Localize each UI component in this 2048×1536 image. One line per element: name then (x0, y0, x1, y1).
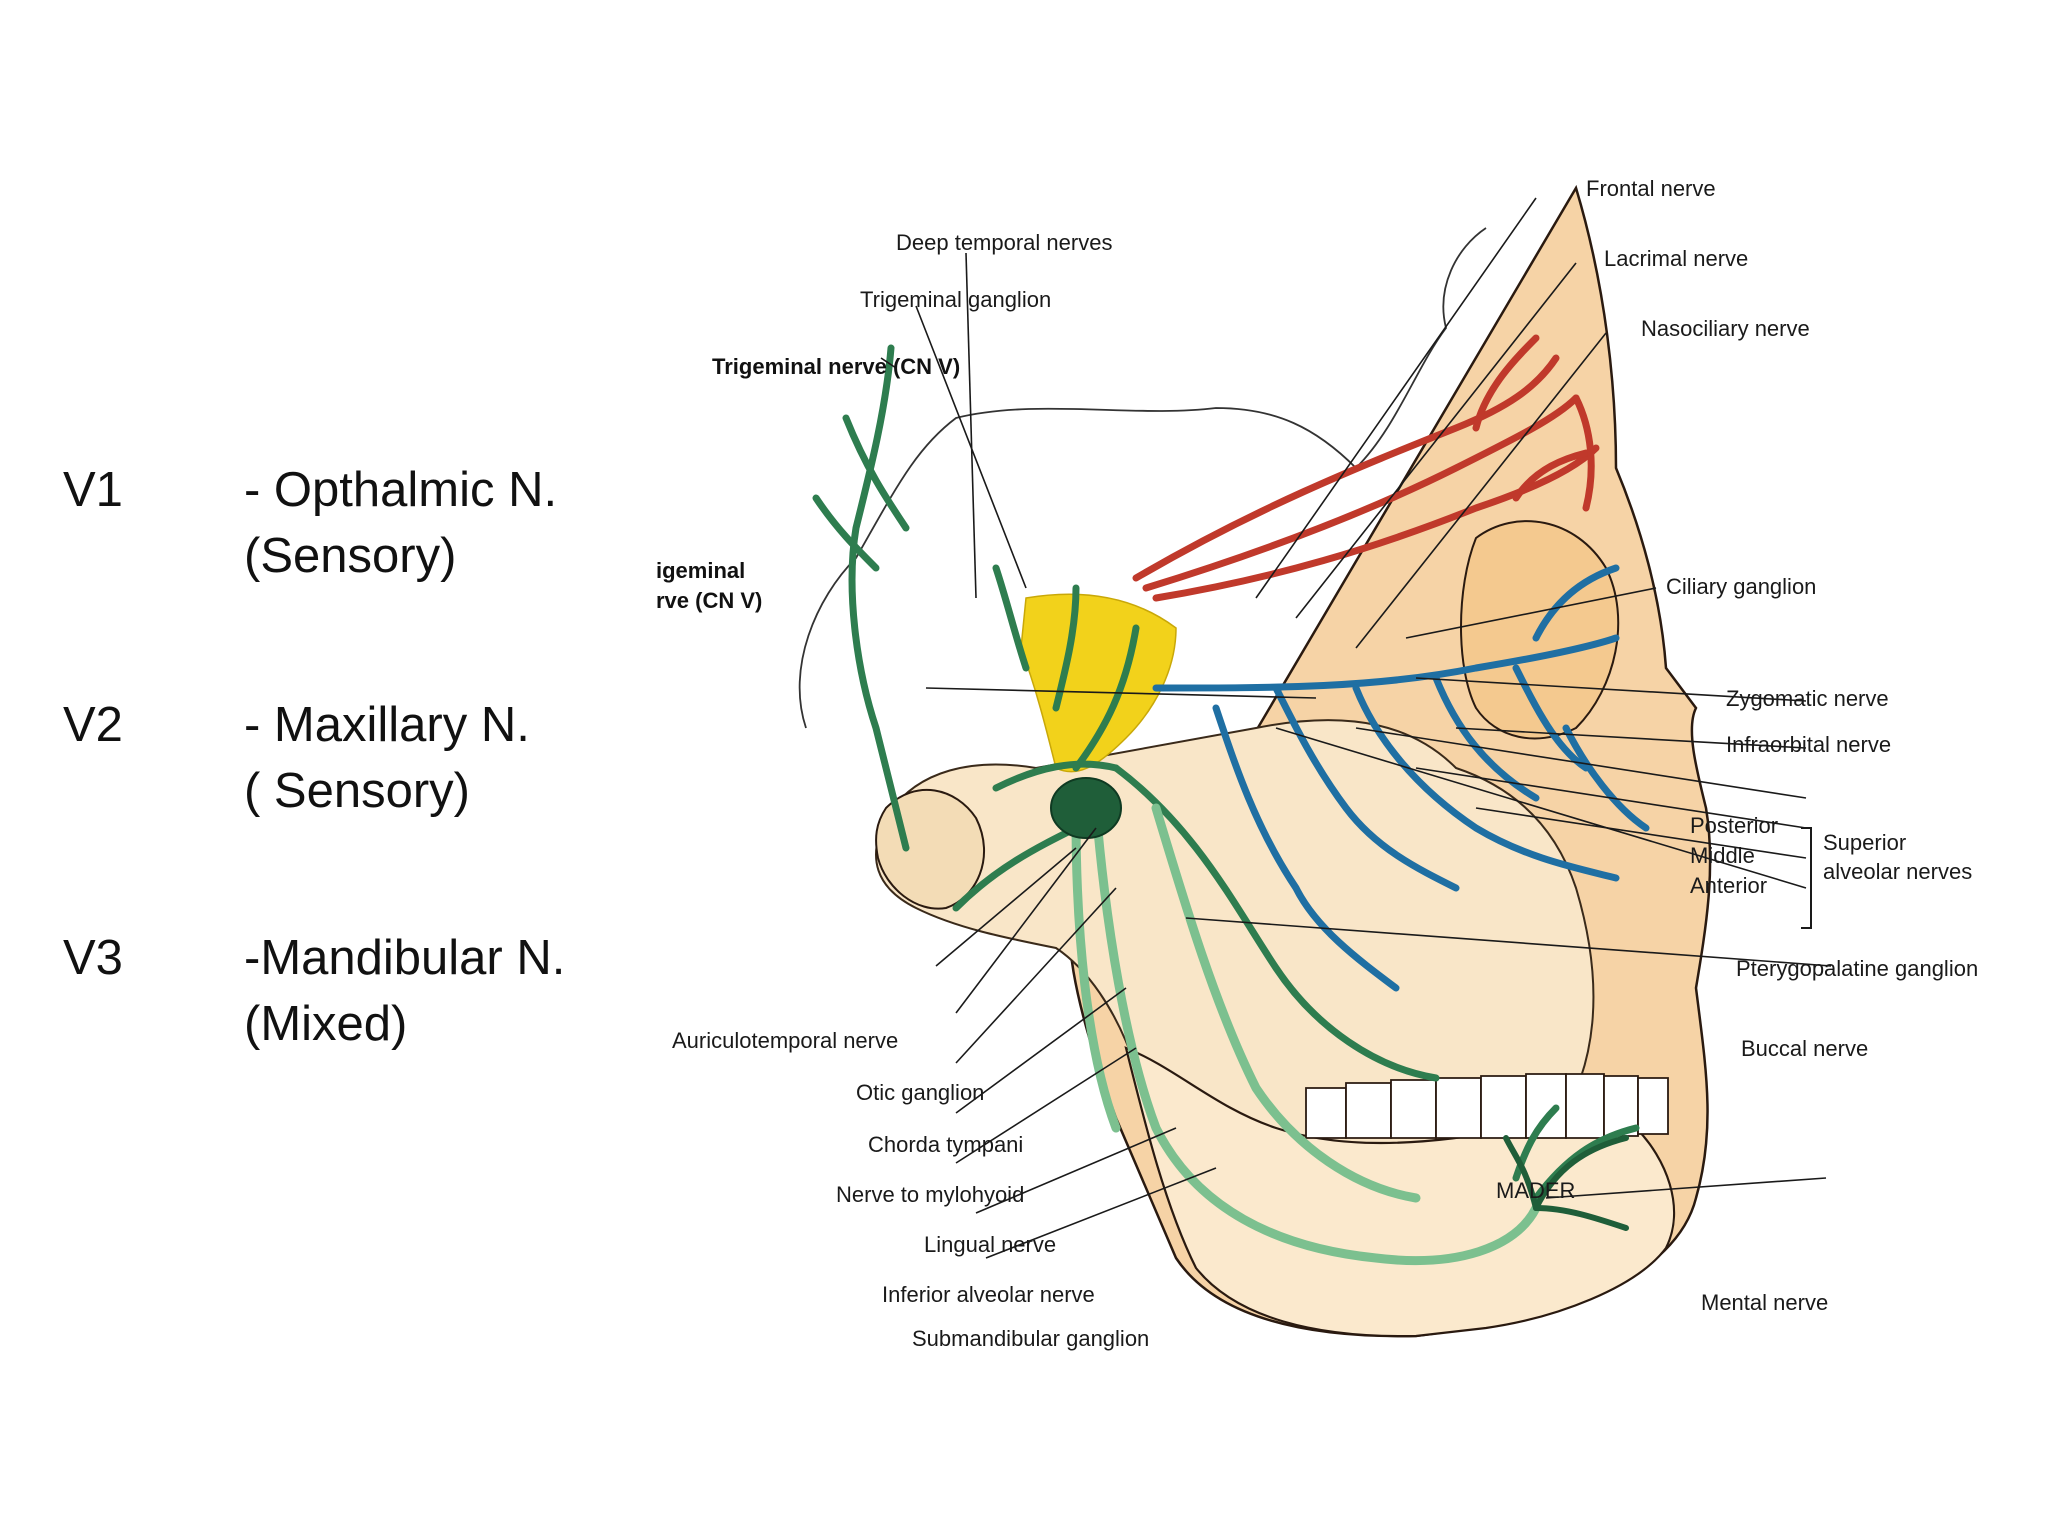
trigeminal-nerve-illustration: MADER Frontal nerve Lacrimal nerve Nasoc… (656, 168, 2016, 1440)
label-buccal-nerve: Buccal nerve (1741, 1036, 1868, 1061)
superior-alveolar-bracket (1801, 827, 1812, 929)
label-submandibular-ganglion: Submandibular ganglion (912, 1326, 1149, 1351)
label-infraorbital-nerve: Infraorbital nerve (1726, 732, 1891, 757)
illustration-svg: MADER Frontal nerve Lacrimal nerve Nasoc… (656, 176, 1978, 1351)
label-otic-ganglion: Otic ganglion (856, 1080, 984, 1105)
mandibular-lower-branches (1071, 803, 1541, 1265)
branch-code: V2 (63, 698, 123, 752)
branch-function: (Sensory) (244, 529, 457, 583)
label-trigeminal-ganglion: Trigeminal ganglion (860, 287, 1051, 312)
horizontal-reference-line (925, 687, 1317, 699)
leader-lines (880, 197, 1832, 1259)
label-nasociliary-nerve: Nasociliary nerve (1641, 316, 1810, 341)
label-superior: Superior (1823, 830, 1906, 855)
trigeminal-ganglion-shape (1020, 593, 1177, 773)
label-middle: Middle (1690, 843, 1755, 868)
mental-nerve-branches (1503, 1135, 1629, 1231)
label-pterygopalatine-ganglion: Pterygopalatine ganglion (1736, 956, 1978, 981)
label-auriculotemporal-nerve: Auriculotemporal nerve (672, 1028, 898, 1053)
otic-ganglion-shape (1050, 777, 1122, 839)
label-nerve-to-mylohyoid: Nerve to mylohyoid (836, 1182, 1024, 1207)
label-trigeminal-inset-1: igeminal (656, 558, 745, 583)
branch-function: (Mixed) (244, 997, 408, 1051)
label-alveolar-nerves: alveolar nerves (1823, 859, 1972, 884)
branch-function: ( Sensory) (244, 764, 471, 818)
label-zygomatic-nerve: Zygomatic nerve (1726, 686, 1889, 711)
branch-name: - Maxillary N. (244, 698, 530, 752)
artist-signature-mark: MADER (1496, 1178, 1575, 1203)
label-ciliary-ganglion: Ciliary ganglion (1666, 574, 1816, 599)
label-lingual-nerve: Lingual nerve (924, 1232, 1056, 1257)
branch-name: -Mandibular N. (244, 931, 566, 985)
label-mental-nerve: Mental nerve (1701, 1290, 1828, 1315)
label-anterior: Anterior (1690, 873, 1767, 898)
ophthalmic-branches (1132, 334, 1600, 602)
tmj-region (875, 789, 985, 910)
label-frontal-nerve: Frontal nerve (1586, 176, 1716, 201)
teeth (1305, 1073, 1669, 1139)
label-deep-temporal-nerves: Deep temporal nerves (896, 230, 1112, 255)
label-trigeminal-nerve: Trigeminal nerve (CN V) (712, 354, 960, 379)
label-trigeminal-inset-2: rve (CN V) (656, 588, 762, 613)
label-lacrimal-nerve: Lacrimal nerve (1604, 246, 1748, 271)
branch-name: - Opthalmic N. (244, 463, 558, 517)
mandibular-branches (812, 344, 1640, 1202)
branch-code: V1 (63, 463, 123, 517)
label-posterior: Posterior (1690, 813, 1778, 838)
label-chorda-tympani: Chorda tympani (868, 1132, 1023, 1157)
label-inferior-alveolar-nerve: Inferior alveolar nerve (882, 1282, 1095, 1307)
branch-code: V3 (63, 931, 123, 985)
